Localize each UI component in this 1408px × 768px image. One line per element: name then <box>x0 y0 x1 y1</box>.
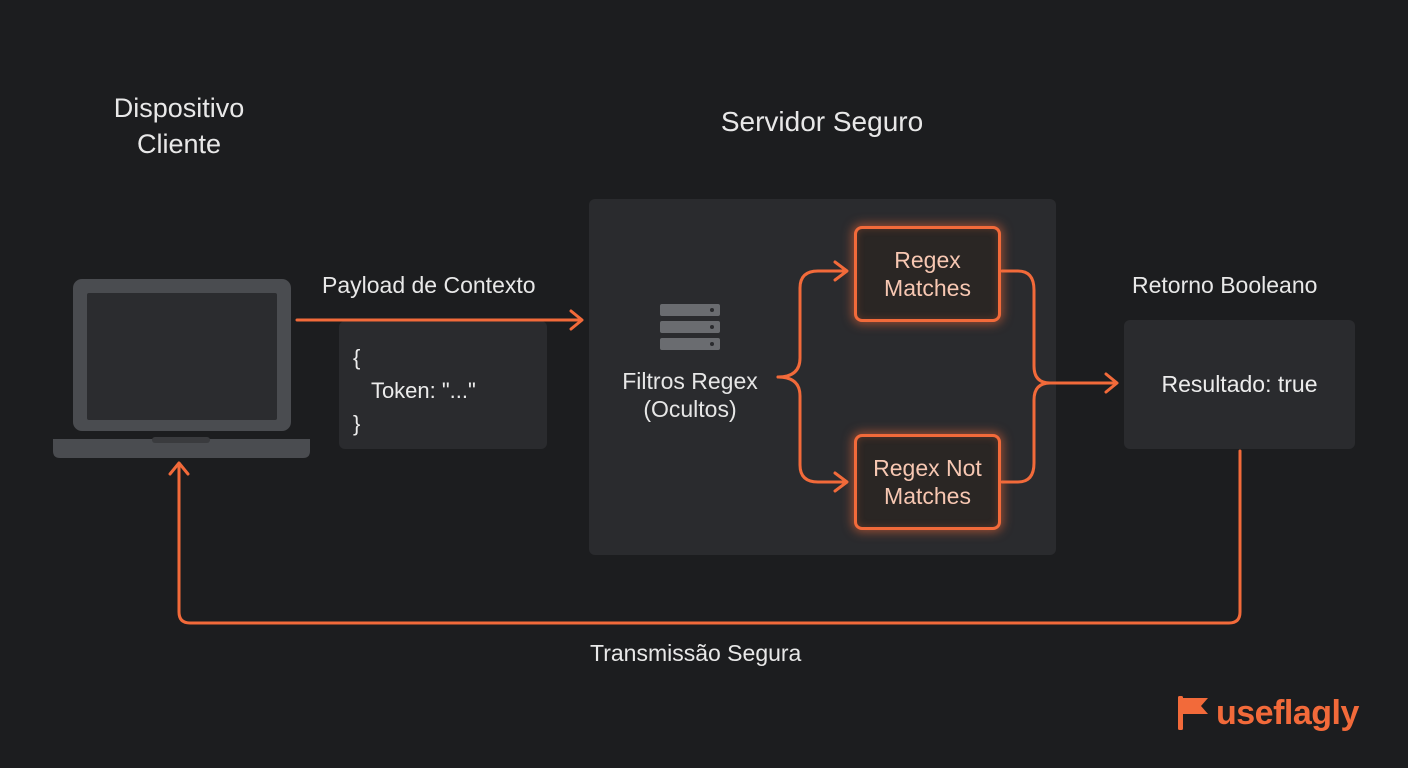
code-open: { <box>353 345 361 370</box>
not-matches-line2: Matches <box>884 483 971 509</box>
code-close: } <box>353 411 361 436</box>
result-value: Resultado: true <box>1161 371 1318 397</box>
server-stack-icon <box>660 304 720 350</box>
boolean-return-label: Retorno Booleano <box>1132 272 1318 298</box>
filters-line1: Filtros Regex <box>622 368 758 394</box>
not-matches-line1: Regex Not <box>873 455 982 481</box>
client-title-line2: Cliente <box>136 129 222 159</box>
payload-code: { Token: "..."} <box>353 341 476 440</box>
payload-label: Payload de Contexto <box>322 272 536 298</box>
return-loop-arrow <box>168 449 1242 625</box>
secure-transmission-label: Transmissão Segura <box>590 640 802 666</box>
regex-not-matches-box: Regex Not Matches <box>854 434 1001 530</box>
client-title-line1: Dispositivo <box>113 93 245 123</box>
server-title: Servidor Seguro <box>720 106 924 137</box>
matches-line2: Matches <box>884 275 971 301</box>
filters-line2: (Ocultos) <box>643 396 737 422</box>
regex-matches-box: Regex Matches <box>854 226 1001 322</box>
result-box: Resultado: true <box>1124 320 1355 449</box>
merge-connector <box>1000 269 1119 484</box>
matches-line1: Regex <box>894 247 961 273</box>
payload-arrow <box>295 309 584 331</box>
flag-icon <box>1178 696 1208 730</box>
split-connector <box>776 260 849 493</box>
code-token: Token: "..." <box>353 378 476 403</box>
laptop-icon <box>53 279 310 458</box>
payload-box: { Token: "..."} <box>339 321 547 449</box>
client-title: Dispositivo Cliente <box>100 90 258 162</box>
brand-name: useflagly <box>1216 693 1359 732</box>
regex-filters-label: Filtros Regex (Ocultos) <box>610 367 770 423</box>
brand-logo: useflagly <box>1176 693 1359 733</box>
